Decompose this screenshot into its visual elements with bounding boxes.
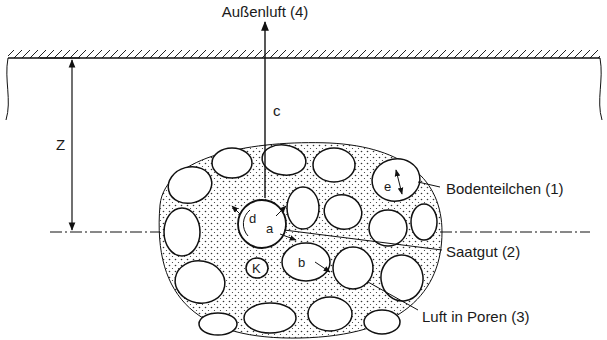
- seed-core-letter: K: [252, 262, 261, 275]
- transport-letter: b: [298, 256, 305, 269]
- transport-letter: a: [266, 222, 273, 235]
- transport-letter: d: [249, 212, 256, 225]
- transport-letter: e: [384, 180, 391, 193]
- outer-air-label: Außenluft (4): [220, 3, 311, 20]
- part-label: Bodenteilchen (1): [444, 180, 566, 197]
- part-label: Luft in Poren (3): [420, 308, 532, 325]
- part-label: Saatgut (2): [444, 243, 522, 260]
- distance-letter: c: [271, 102, 283, 119]
- depth-letter: Z: [54, 136, 67, 153]
